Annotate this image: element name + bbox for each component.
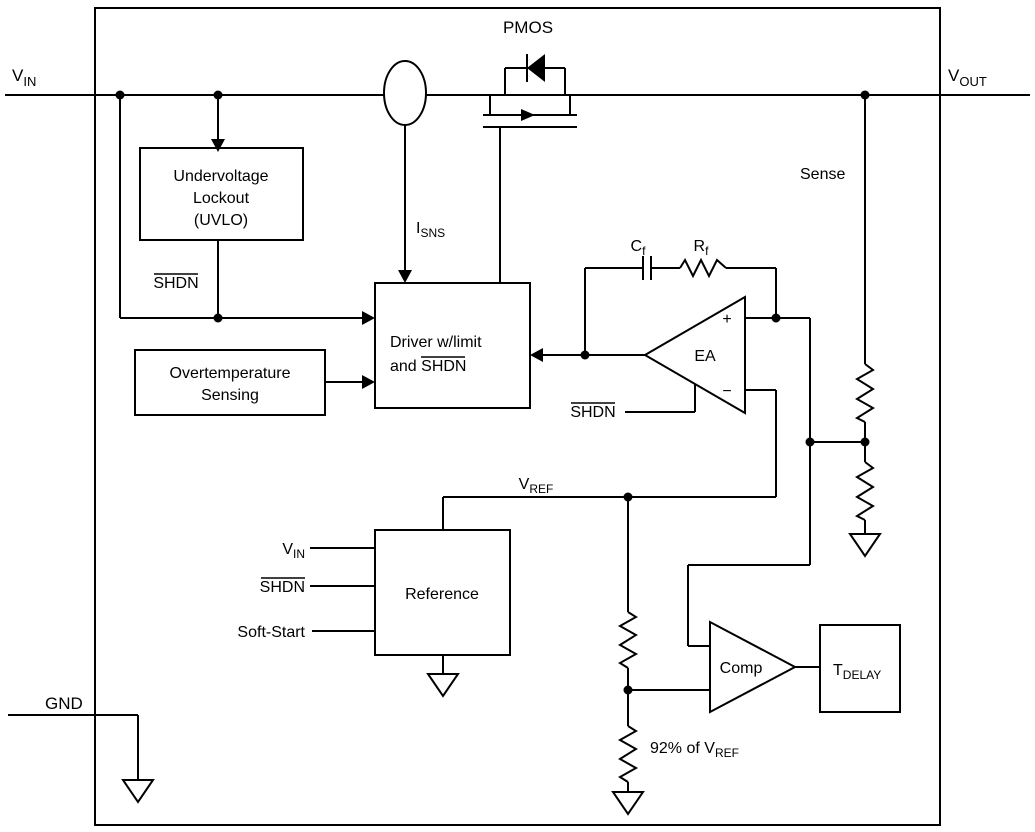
vref-resistor-top (617, 611, 639, 669)
junction-dots (115, 90, 870, 695)
overtemp-label-line2: Sensing (201, 387, 259, 404)
junction-dot (860, 437, 870, 447)
overtemp-label-line1: Overtemperature (170, 365, 291, 382)
isns-label: ISNS (416, 220, 445, 240)
shdn-input-label: SHDN (153, 275, 198, 292)
overtemp-to-driver-arrow-icon (362, 375, 375, 389)
rf-label: Rf (694, 238, 710, 258)
shdn-overlines (154, 273, 615, 579)
comparator-triangle (709, 620, 798, 714)
junction-dot (805, 437, 815, 447)
comparator-label: Comp (720, 660, 763, 677)
uvlo-input-arrow-icon (211, 139, 225, 152)
ea-to-driver-arrow-icon (530, 348, 543, 362)
body-diode-icon (527, 54, 545, 82)
arrowheads (211, 54, 545, 389)
driver-label-line2: and SHDN (390, 358, 466, 375)
cf-label: Cf (631, 238, 647, 258)
ref-shdn-input-label: SHDN (260, 579, 305, 596)
driver-box (374, 282, 531, 409)
ground-symbols (121, 533, 882, 816)
junction-dot (771, 313, 781, 323)
comparator-threshold-label: 92% of VREF (650, 740, 739, 760)
pmos-label: PMOS (503, 18, 553, 37)
junction-dot (213, 313, 223, 323)
junction-dot (115, 90, 125, 100)
vref-divider-ground-icon (611, 791, 645, 816)
sense-resistor-top (854, 363, 875, 423)
uvlo-label-line1: Undervoltage (173, 168, 268, 185)
sense-label: Sense (800, 166, 845, 183)
overtemp-box (134, 349, 326, 416)
gnd-pin-label: GND (45, 694, 83, 713)
ea-label: EA (694, 348, 716, 365)
reference-box (374, 529, 511, 656)
rf-resistor (679, 257, 727, 279)
vin-pin-label: VIN (12, 66, 36, 89)
uvlo-box (139, 147, 304, 241)
reference-ground-icon (426, 673, 460, 698)
vref-resistor-bottom (617, 725, 639, 783)
junction-dot (623, 685, 633, 695)
vref-label: VREF (519, 476, 554, 496)
ref-softstart-input-label: Soft-Start (237, 624, 305, 641)
ea-minus-sign: − (722, 383, 731, 400)
junction-dot (623, 492, 633, 502)
uvlo-label-line2: Lockout (193, 190, 250, 207)
vout-pin-label: VOUT (948, 66, 987, 89)
sense-divider-ground-icon (848, 533, 882, 558)
gnd-pin-ground-icon (121, 779, 155, 804)
junction-dot (860, 90, 870, 100)
pmos-arrow-icon (521, 109, 535, 121)
shdn-to-driver-arrow-icon (362, 311, 375, 325)
ea-shdn-label: SHDN (570, 404, 615, 421)
ref-vin-input-label: VIN (282, 541, 305, 561)
junction-dot (213, 90, 223, 100)
reference-label: Reference (405, 586, 479, 603)
tdelay-box (819, 624, 901, 713)
tdelay-label: TDELAY (833, 662, 881, 682)
isns-arrow-icon (398, 270, 412, 283)
current-sense-circle (383, 60, 427, 126)
junction-dot (580, 350, 590, 360)
ea-plus-sign: + (722, 311, 731, 328)
driver-label-line1: Driver w/limit (390, 334, 482, 351)
uvlo-label-line3: (UVLO) (194, 212, 248, 229)
sense-resistor-bottom (854, 461, 875, 521)
ic-boundary (94, 7, 941, 826)
